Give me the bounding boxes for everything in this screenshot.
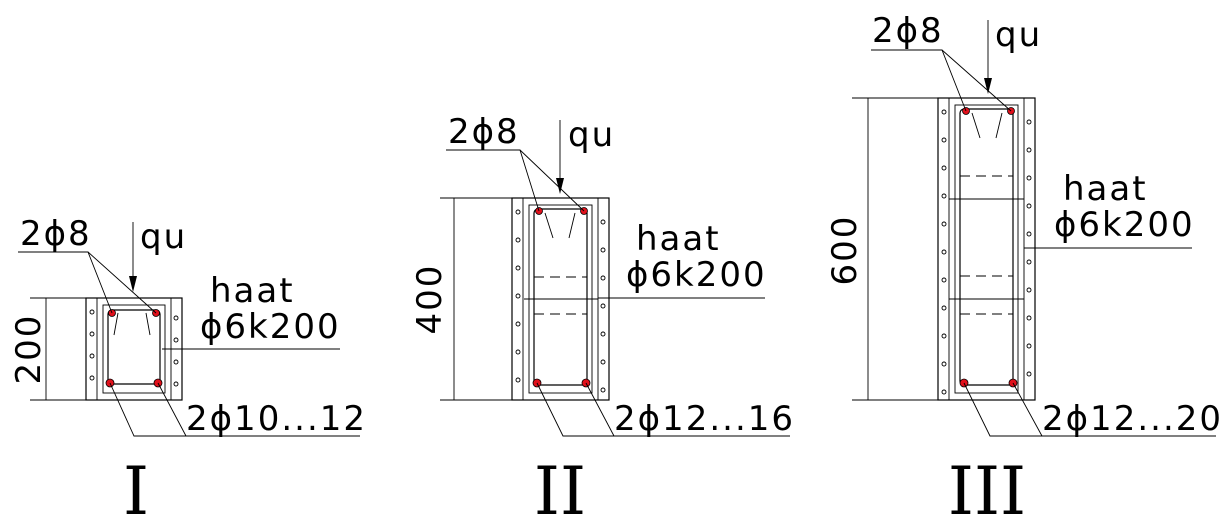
section-I-stirrup-spec: ϕ6k200 xyxy=(200,307,341,347)
section-II-numeral: II xyxy=(534,453,586,519)
section-I-top-bars-label: 2ϕ8 xyxy=(20,214,92,254)
section-II-stirrup-spec: ϕ6k200 xyxy=(626,255,767,295)
section-II-dimension: 400 xyxy=(410,264,450,335)
section-I-dimension: 200 xyxy=(9,314,49,385)
section-I-stirrup xyxy=(107,309,161,385)
section-III-numeral: III xyxy=(948,453,1026,519)
section-III-dimension: 600 xyxy=(825,215,865,286)
section-III-top-bars-label: 2ϕ8 xyxy=(872,11,944,51)
section-II: 400 2ϕ8 qu haat ϕ6k200 2ϕ12...16 II xyxy=(410,112,795,519)
section-II-load-label: qu xyxy=(568,115,615,155)
section-I-numeral: I xyxy=(123,453,149,519)
section-I: 200 2ϕ8 qu haat ϕ6k200 2ϕ10...12 I xyxy=(9,214,367,519)
section-I-bottom-bars-label: 2ϕ10...12 xyxy=(186,399,367,439)
section-I-load-label: qu xyxy=(140,217,187,257)
section-III-stirrup xyxy=(959,108,1014,386)
section-I-stirrup-name: haat xyxy=(210,271,295,311)
section-II-bottom-bars-label: 2ϕ12...16 xyxy=(614,399,795,439)
section-III-concrete xyxy=(954,104,1019,394)
section-III-bottom-bars-label: 2ϕ12...20 xyxy=(1042,399,1223,439)
section-III-formwork xyxy=(937,97,1036,401)
section-III-load-label: qu xyxy=(995,15,1042,55)
section-III-stirrup-name: haat xyxy=(1063,169,1148,209)
section-III-stirrup-spec: ϕ6k200 xyxy=(1054,205,1195,245)
section-II-formwork xyxy=(511,197,610,401)
section-II-stirrup-name: haat xyxy=(636,219,721,259)
section-III: 600 2ϕ8 qu haat ϕ6k200 2ϕ12...20 III xyxy=(825,11,1223,519)
section-II-top-bars-label: 2ϕ8 xyxy=(448,112,520,152)
section-II-stirrup xyxy=(533,208,588,386)
